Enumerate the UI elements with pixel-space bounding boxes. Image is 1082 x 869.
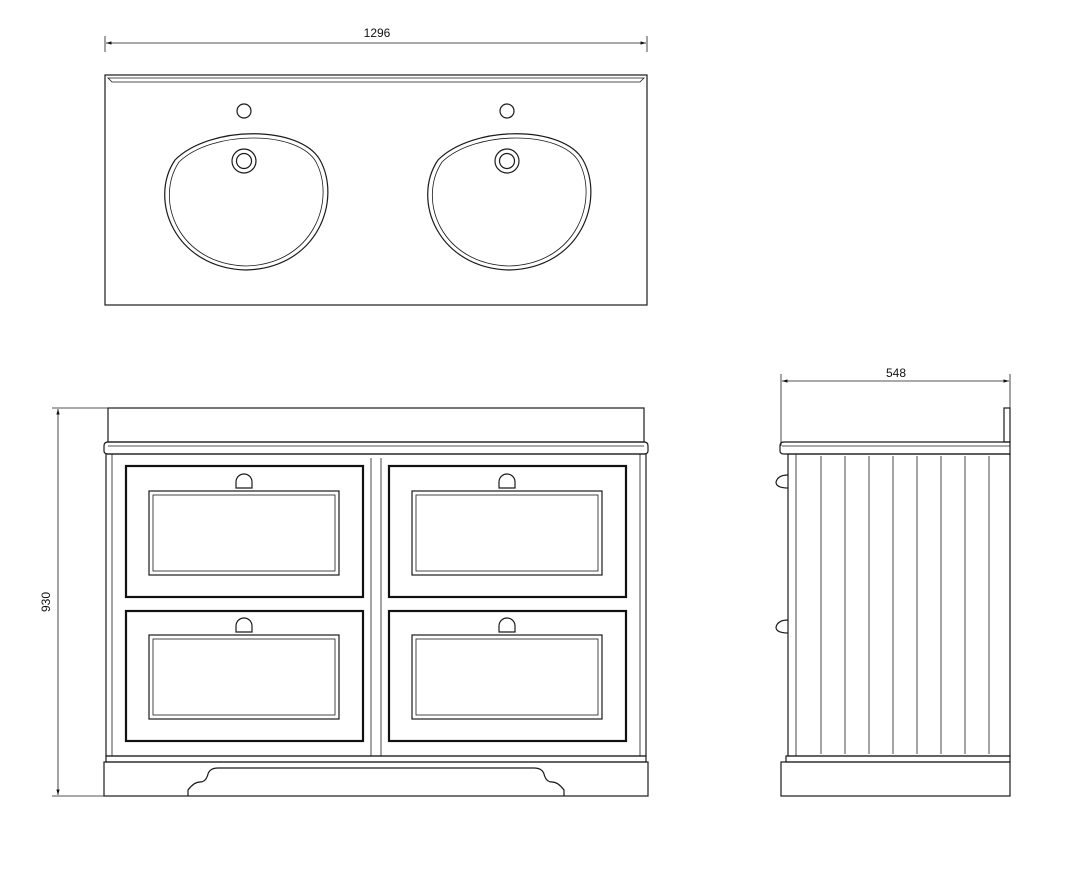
overflow-right-inner bbox=[498, 152, 516, 170]
cabinet-body bbox=[105, 453, 647, 757]
side-handle-bottom-icon bbox=[775, 619, 789, 634]
side-view: 548 bbox=[775, 366, 1011, 797]
width-dimension: 1296 bbox=[104, 26, 648, 52]
drawer-top-right bbox=[387, 464, 628, 599]
overflow-left-outer bbox=[231, 148, 257, 174]
width-label: 1296 bbox=[364, 26, 391, 40]
handle-icon bbox=[498, 617, 516, 633]
height-dimension: 930 bbox=[39, 407, 108, 797]
side-countertop bbox=[779, 441, 1011, 455]
height-label: 930 bbox=[39, 592, 53, 612]
drawer-bottom-left bbox=[124, 609, 365, 743]
plinth bbox=[103, 755, 649, 797]
overflow-left-inner bbox=[235, 152, 253, 170]
depth-dimension: 548 bbox=[780, 366, 1011, 446]
side-plinth bbox=[780, 761, 1011, 797]
countertop bbox=[103, 441, 649, 455]
tap-hole-left bbox=[236, 103, 252, 119]
depth-label: 548 bbox=[886, 366, 906, 380]
handle-icon bbox=[235, 617, 253, 633]
side-upstand bbox=[1003, 407, 1011, 443]
side-handle-top-icon bbox=[775, 474, 789, 489]
basin-top-outline bbox=[104, 74, 648, 306]
handle-icon bbox=[498, 473, 516, 489]
drawer-bottom-right bbox=[387, 609, 628, 743]
upstand bbox=[107, 407, 645, 443]
tap-hole-right bbox=[499, 103, 515, 119]
upstand-edge bbox=[107, 77, 645, 83]
overflow-right-outer bbox=[494, 148, 520, 174]
top-view: 1296 bbox=[104, 26, 648, 306]
right-basin bbox=[427, 103, 592, 271]
drawer-top-left bbox=[124, 464, 365, 599]
left-basin bbox=[164, 103, 329, 271]
side-panel-grooves bbox=[820, 456, 990, 754]
side-plinth-top bbox=[785, 755, 1011, 763]
front-view: 930 bbox=[39, 407, 649, 797]
handle-icon bbox=[235, 473, 253, 489]
